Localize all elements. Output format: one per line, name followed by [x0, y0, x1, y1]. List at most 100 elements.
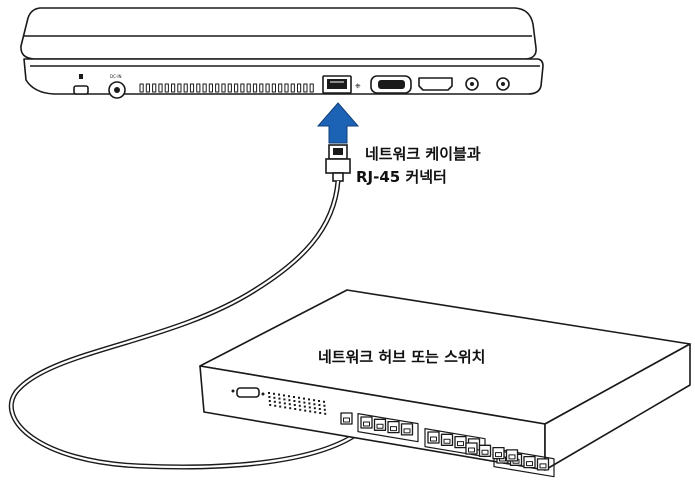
hub-ethernet-port [340, 412, 353, 425]
vent-dot [278, 401, 281, 404]
vent-slot [221, 83, 226, 93]
vent-slot [171, 83, 176, 93]
hub-ethernet-port [523, 455, 536, 469]
vent-slot [303, 83, 308, 93]
vent-dot [303, 405, 306, 408]
vent-dot [283, 398, 286, 401]
vent-dot [313, 399, 315, 402]
vent-dot [298, 400, 301, 403]
hub-ethernet-port [427, 431, 440, 444]
hdmi-port-icon [418, 77, 453, 91]
vent-dot [283, 394, 285, 397]
vent-dot [313, 403, 316, 406]
hub-ethernet-port [440, 433, 454, 446]
vent-slot [152, 83, 157, 93]
vent-dot [308, 406, 311, 409]
hub-ethernet-port [492, 446, 505, 460]
vent-dot [324, 412, 327, 415]
vent-dot [298, 396, 300, 399]
vent-dot [273, 396, 276, 399]
vent-dot [273, 392, 275, 395]
vent-slot [202, 83, 207, 93]
vent-slot [240, 83, 245, 93]
hub-ethernet-port [387, 420, 400, 434]
vent-dot [268, 396, 271, 398]
vent-dot [279, 405, 282, 408]
laptop-vents [139, 83, 314, 93]
dc-in-label: DC-IN [110, 74, 122, 79]
vent-dot [293, 400, 296, 402]
vent-slot [145, 83, 151, 93]
hub-ethernet-port [478, 444, 492, 457]
vga-port-icon [370, 75, 412, 94]
vent-slot [297, 83, 302, 93]
lan-port-icon [322, 75, 352, 94]
vent-slot [196, 83, 201, 93]
hub-side [544, 343, 691, 471]
vent-slot [265, 83, 270, 93]
hub-ethernet-port [465, 442, 478, 455]
laptop-lid [20, 7, 537, 60]
hub-ethernet-port [360, 416, 373, 429]
insert-arrow [316, 102, 360, 144]
vent-dot [318, 404, 321, 406]
vent-slot [158, 83, 163, 93]
vent-dot [278, 397, 281, 400]
vent-dot [304, 409, 307, 412]
vent-dot [313, 407, 316, 410]
hub-ports [340, 412, 555, 478]
vent-dot [299, 408, 302, 411]
cable-label-line1: 네트워크 케이블과 [365, 145, 481, 163]
vent-dot [323, 408, 326, 411]
vent-dot [314, 411, 317, 414]
vent-dot [278, 393, 280, 396]
vent-dot [293, 404, 296, 406]
vent-dot [303, 397, 305, 400]
vent-slot [259, 83, 264, 93]
vent-dot [269, 404, 272, 406]
vent-dot [319, 412, 322, 414]
vent-dot [308, 398, 310, 401]
vent-dot [288, 403, 291, 406]
hub-serial-port [231, 387, 265, 398]
vent-dot [308, 402, 311, 405]
vent-slot [208, 83, 214, 93]
vent-dot [303, 401, 306, 404]
vent-slot [234, 83, 239, 93]
vent-slot [271, 83, 276, 93]
hub-ethernet-port [536, 458, 550, 471]
vent-slot [309, 83, 314, 93]
vent-dot [293, 396, 295, 398]
vent-slot [278, 83, 283, 93]
vent-dot [283, 402, 286, 405]
vent-dot [268, 392, 270, 394]
vent-dot [289, 407, 292, 410]
vent-slot [290, 83, 295, 93]
kensington-lock-icon [73, 85, 89, 95]
hub-ethernet-port [373, 418, 387, 431]
hub-vents [268, 392, 327, 415]
hub-label: 네트워크 허브 또는 스위치 [318, 348, 486, 366]
vent-slot [139, 83, 144, 93]
vent-slot [183, 83, 188, 93]
vent-dot [294, 408, 297, 410]
vent-dot [274, 404, 277, 407]
vent-dot [323, 404, 326, 407]
vent-dot [309, 410, 312, 413]
laptop: DC-IN ⎈ [20, 7, 544, 99]
vent-dot [268, 400, 271, 402]
vent-dot [298, 404, 301, 407]
hub-ethernet-port [505, 449, 519, 462]
vent-slot [227, 83, 232, 93]
vent-slot [189, 83, 195, 93]
vent-dot [323, 400, 325, 403]
vent-dot [288, 399, 291, 402]
vent-dot [284, 406, 287, 409]
vent-slot [177, 83, 182, 93]
network-hub [199, 289, 691, 478]
vent-dot [318, 400, 320, 402]
rj45-connector [325, 144, 351, 182]
svg-text:⎈: ⎈ [355, 82, 361, 90]
